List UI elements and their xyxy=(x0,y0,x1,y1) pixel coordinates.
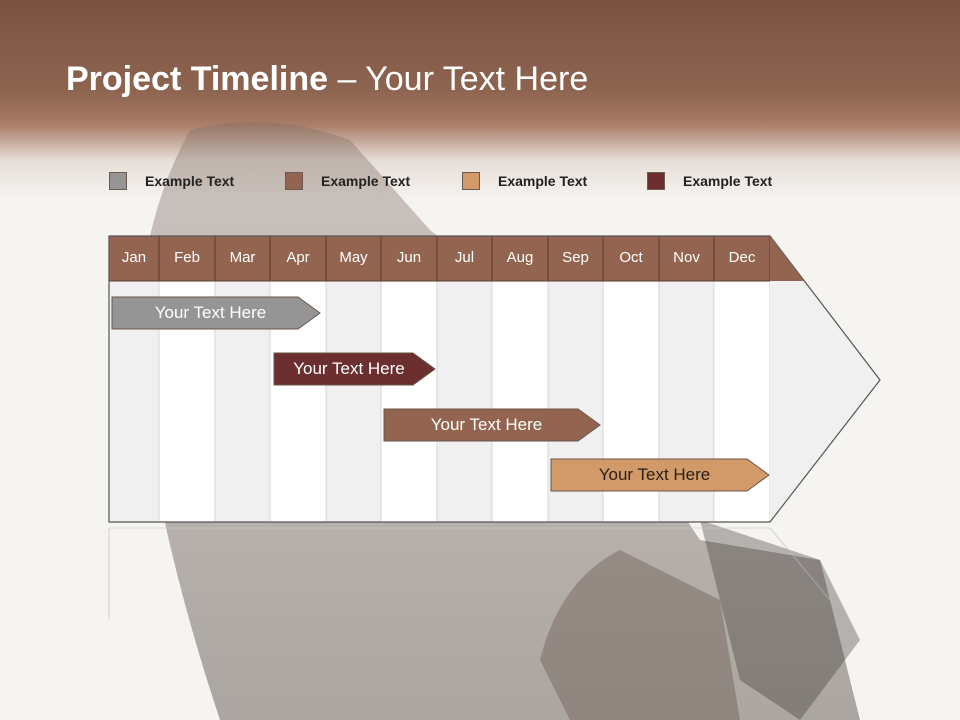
legend-swatch-gray xyxy=(109,172,127,190)
task-label-2: Your Text Here xyxy=(293,359,405,378)
task-arrow-2 xyxy=(273,352,436,386)
month-header-jan xyxy=(108,235,160,282)
reflection xyxy=(108,527,831,620)
legend-item-1: Example Text xyxy=(109,170,234,192)
legend-label: Example Text xyxy=(498,173,588,189)
arrow-header-tip xyxy=(770,236,804,281)
month-label-jul: Jul xyxy=(454,249,475,266)
month-column-jun xyxy=(380,280,438,523)
timeline-arrow-outline xyxy=(108,235,881,523)
month-label-mar: Mar xyxy=(229,249,256,266)
month-label-jan: Jan xyxy=(121,249,147,266)
title-bold: Project Timeline xyxy=(66,60,329,98)
title-rest: – Your Text Here xyxy=(328,60,589,98)
month-label-aug: Aug xyxy=(506,249,534,266)
month-header-may xyxy=(325,235,382,282)
legend-label: Example Text xyxy=(145,173,235,189)
month-header-dec xyxy=(713,235,771,282)
task-bars xyxy=(111,296,770,492)
month-header-oct xyxy=(602,235,660,282)
legend-swatch-brown xyxy=(285,172,303,190)
month-label-apr: Apr xyxy=(286,249,310,266)
legend-label: Example Text xyxy=(321,173,411,189)
legend-item-2: Example Text xyxy=(285,170,410,192)
task-label-1: Your Text Here xyxy=(154,303,267,322)
legend-item-4: Example Text xyxy=(647,170,772,192)
month-label-dec: Dec xyxy=(728,249,756,266)
task-arrow-1 xyxy=(111,296,321,330)
month-label-may: May xyxy=(339,249,368,266)
title-band xyxy=(0,0,960,200)
legend-label: Example Text xyxy=(683,173,773,189)
legend-swatch-tan xyxy=(462,172,480,190)
month-header-feb xyxy=(158,235,216,282)
page-title: Project Timeline – Your Text Here xyxy=(66,60,588,99)
month-column-may xyxy=(325,280,382,523)
task-label-4: Your Text Here xyxy=(598,465,711,484)
month-label-oct: Oct xyxy=(619,249,643,266)
task-label-3: Your Text Here xyxy=(430,415,543,434)
month-label-sep: Sep xyxy=(562,249,589,266)
month-label-nov: Nov xyxy=(673,249,700,266)
month-label-jun: Jun xyxy=(396,249,422,266)
month-column-jul xyxy=(436,280,493,523)
legend-item-3: Example Text xyxy=(462,170,587,192)
month-label-feb: Feb xyxy=(174,249,200,266)
month-column-aug xyxy=(491,280,549,523)
month-header-apr xyxy=(269,235,327,282)
task-arrow-4 xyxy=(550,458,770,492)
arrow-tip-fill xyxy=(770,281,880,522)
legend-swatch-maroon xyxy=(647,172,665,190)
month-header-aug xyxy=(491,235,549,282)
task-arrow-3 xyxy=(383,408,601,442)
month-header-jul xyxy=(436,235,493,282)
